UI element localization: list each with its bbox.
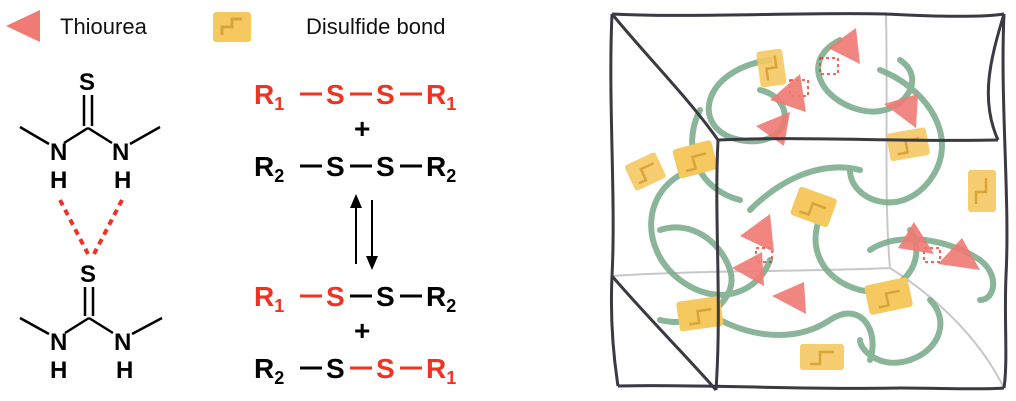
r1-group: R1	[254, 79, 284, 114]
reactant-2: R2 S S R2	[254, 151, 456, 186]
equilibrium-arrows-icon	[350, 194, 378, 270]
sulfur-atom: S	[326, 79, 345, 110]
cube-front-edges	[609, 12, 1009, 391]
r2-group: R2	[254, 353, 284, 388]
sulfur-atom: S	[79, 69, 95, 96]
plus-sign: +	[354, 315, 370, 346]
disulfide-bond-icon	[756, 48, 787, 88]
disulfide-bond-icon	[800, 344, 844, 370]
r1-group: R1	[426, 353, 456, 388]
thiourea-groups	[732, 28, 980, 314]
thiourea-triangle-icon	[6, 10, 40, 42]
hydrogen-atom: H	[50, 357, 67, 384]
nitrogen-atom: N	[114, 329, 131, 356]
thiourea-triangle-icon	[898, 222, 934, 254]
disulfide-bond-icon	[790, 186, 837, 228]
r2-group: R2	[426, 281, 456, 316]
thiourea-triangle-icon	[770, 74, 806, 112]
thiourea-triangle-icon	[828, 28, 860, 64]
sulfur-atom: S	[376, 151, 395, 182]
thiourea-molecule-bottom: S N N H H	[19, 261, 163, 384]
thiourea-triangle-icon	[772, 282, 806, 314]
hydrogen-atom: H	[116, 357, 133, 384]
hydrogen-bonds	[58, 199, 124, 255]
disulfide-bond-icon	[676, 296, 724, 332]
disulfide-bond-icon	[672, 140, 718, 179]
sulfur-atom: S	[80, 261, 96, 288]
sulfur-atom: S	[376, 353, 395, 384]
legend: Thiourea Disulfide bond	[6, 10, 445, 42]
disulfide-bond-icon	[213, 12, 251, 42]
product-1: R1 S S R2	[254, 281, 456, 316]
reactant-1: R1 S S R1	[254, 79, 456, 114]
disulfide-bond-icon	[624, 152, 666, 191]
r1-group: R1	[254, 281, 284, 316]
product-2: R2 S S R1	[254, 353, 456, 388]
thiourea-triangle-icon	[732, 252, 764, 286]
sulfur-atom: S	[376, 281, 395, 312]
legend-disulfide-label: Disulfide bond	[306, 14, 445, 39]
hydrogen-atom: H	[114, 167, 131, 194]
nitrogen-atom: N	[50, 329, 67, 356]
disulfide-bond-icon	[864, 277, 913, 315]
legend-thiourea-label: Thiourea	[60, 14, 148, 39]
disulfide-bond-icon	[886, 127, 930, 162]
sulfur-atom: S	[326, 151, 345, 182]
thiourea-triangle-icon	[938, 238, 980, 270]
thiourea-triangle-icon	[740, 214, 774, 252]
plus-sign: +	[354, 113, 370, 144]
sulfur-atom: S	[326, 353, 345, 384]
polymer-network-cube	[609, 12, 1009, 391]
thiourea-molecule-top: S N N H H	[19, 69, 161, 194]
sulfur-atom: S	[326, 281, 345, 312]
nitrogen-atom: N	[50, 139, 67, 166]
r1-group: R1	[426, 79, 456, 114]
sulfur-atom: S	[376, 79, 395, 110]
disulfide-bond-icon	[968, 170, 996, 212]
hydrogen-atom: H	[50, 167, 67, 194]
polymer-chains	[648, 37, 997, 366]
nitrogen-atom: N	[112, 139, 129, 166]
r2-group: R2	[254, 151, 284, 186]
r2-group: R2	[426, 151, 456, 186]
thiourea-triangle-icon	[884, 94, 918, 128]
